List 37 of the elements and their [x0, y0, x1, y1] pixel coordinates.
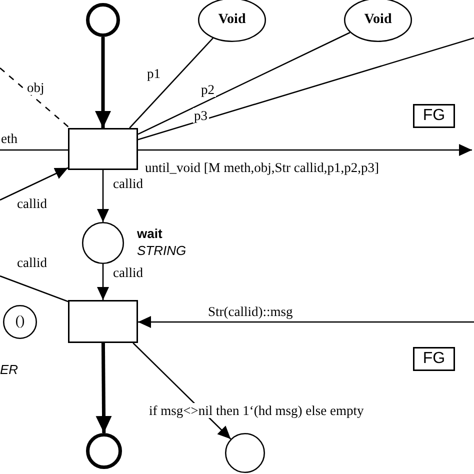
arc-line	[138, 32, 350, 135]
arc-arrow	[97, 170, 109, 222]
edge-label: eth	[0, 131, 18, 146]
edge-label: p3	[193, 108, 208, 123]
transition-box	[68, 128, 138, 170]
arc-line	[0, 68, 70, 128]
arc-arrow	[95, 37, 111, 128]
text-fragment: ER	[0, 362, 18, 378]
arc-arrow	[96, 342, 112, 434]
place-circle	[86, 433, 122, 469]
place-circle	[82, 222, 124, 264]
arc-arrow	[138, 316, 474, 328]
edge-label: if msg<>nil then 1‘(hd msg) else empty	[148, 403, 365, 418]
edge-label: callid	[16, 196, 48, 211]
place-circle: ()	[3, 305, 37, 339]
tag-box: FG	[413, 347, 455, 371]
edge-label: callid	[112, 265, 144, 280]
arc-arrow	[97, 264, 109, 300]
transition-box	[68, 300, 138, 343]
place-label: wait	[137, 226, 162, 242]
tag-box: FG	[413, 104, 455, 128]
arc-arrow	[138, 144, 472, 156]
arc-line	[129, 38, 214, 128]
edge-label: callid	[112, 176, 144, 191]
edge-label: p2	[200, 82, 216, 97]
edge-label: until_void [M meth,obj,Str callid,p1,p2,p3]	[144, 160, 380, 175]
place-circle	[225, 433, 265, 473]
edge-label: Str(callid)::msg	[207, 304, 294, 319]
arc-arrow	[0, 167, 68, 201]
arc-line	[0, 149, 68, 151]
arc-line	[138, 37, 474, 140]
arc-line	[0, 275, 68, 302]
edge-label: callid	[16, 255, 48, 270]
place-label: STRING	[137, 243, 186, 259]
edge-label: p1	[146, 66, 162, 81]
place-circle	[86, 3, 120, 37]
edge-label: obj	[26, 80, 46, 95]
